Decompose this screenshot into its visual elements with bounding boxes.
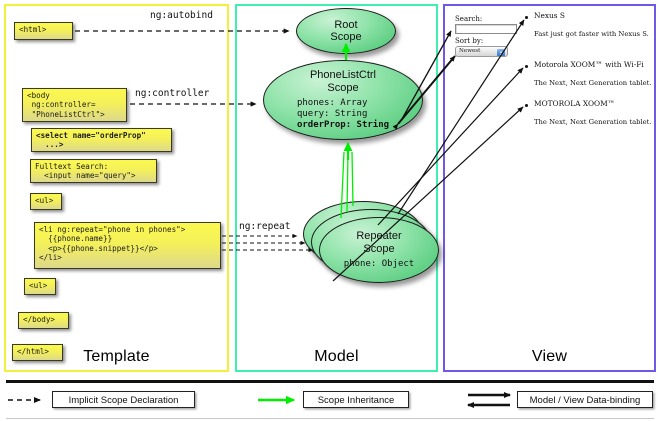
scope-prop-orderprop: orderProp: String bbox=[297, 120, 389, 131]
view-sort-select[interactable]: Newest bbox=[455, 46, 508, 57]
list-bullet-icon bbox=[525, 65, 528, 68]
list-bullet-icon bbox=[525, 16, 528, 19]
view-sort-select-value: Newest bbox=[459, 48, 481, 54]
legend-label-implicit-scope-declaration: Implicit Scope Declaration bbox=[52, 391, 195, 408]
legend-divider bbox=[6, 380, 654, 383]
view-phone-snippet: Fast just got faster with Nexus S. bbox=[534, 30, 649, 38]
legend: Implicit Scope Declaration Scope Inherit… bbox=[0, 378, 660, 421]
connector-label-controller: ng:controller bbox=[135, 88, 210, 99]
code-box-ul-close: <ul> bbox=[24, 278, 56, 295]
connector-label-autobind: ng:autobind bbox=[150, 10, 213, 21]
scope-repeater-props: phone: Object bbox=[344, 259, 414, 270]
code-box-body-close: </body> bbox=[18, 312, 69, 329]
view-phone-snippet: The Next, Next Generation tablet. bbox=[534, 118, 652, 126]
scope-phonelistctrl-props: phones: Array query: String orderProp: S… bbox=[297, 98, 389, 131]
view-search-input[interactable] bbox=[455, 24, 517, 34]
legend-label-scope-inheritance: Scope Inheritance bbox=[303, 391, 409, 408]
scope-prop-query: query: String bbox=[296, 109, 368, 119]
view-phone-snippet: The Next, Next Generation tablet. bbox=[534, 79, 652, 87]
code-box-body-open: <body ng:controller= "PhoneListCtrl"> bbox=[22, 88, 127, 122]
view-search-label: Search: bbox=[455, 15, 483, 23]
legend-label-model-view-data-binding: Model / View Data-binding bbox=[517, 391, 653, 408]
select-arrows-icon bbox=[497, 48, 505, 56]
list-bullet-icon bbox=[525, 104, 528, 107]
legend-bottom-rule bbox=[6, 418, 654, 419]
view-phone-name[interactable]: MOTOROLA XOOM™ bbox=[534, 99, 616, 108]
column-label-view: View bbox=[531, 348, 568, 365]
code-box-html-close: </html> bbox=[12, 344, 63, 361]
column-template: Template bbox=[4, 4, 229, 372]
column-label-template: Template bbox=[83, 348, 150, 365]
code-box-html-open: <html> bbox=[14, 22, 73, 40]
scope-prop-orderprop-text: orderProp: String bbox=[296, 120, 390, 130]
connector-label-repeat: ng:repeat bbox=[239, 221, 291, 232]
scope-prop-phones: phones: Array bbox=[296, 98, 368, 108]
scope-prop-phone: phone: Object bbox=[343, 259, 415, 269]
code-box-li-repeat: <li ng:repeat="phone in phones"> {{phone… bbox=[34, 222, 221, 269]
code-box-select: <select name="orderProp" ...> bbox=[31, 128, 172, 152]
view-phone-name[interactable]: Nexus S bbox=[534, 11, 565, 20]
code-box-fulltext-search: Fulltext Search: <input name="query"> bbox=[30, 159, 157, 183]
view-sort-label: Sort by: bbox=[455, 37, 484, 45]
column-label-model: Model bbox=[314, 348, 359, 365]
code-box-ul-open: <ul> bbox=[30, 193, 62, 210]
view-phone-name[interactable]: Motorola XOOM™ with Wi-Fi bbox=[534, 60, 644, 69]
